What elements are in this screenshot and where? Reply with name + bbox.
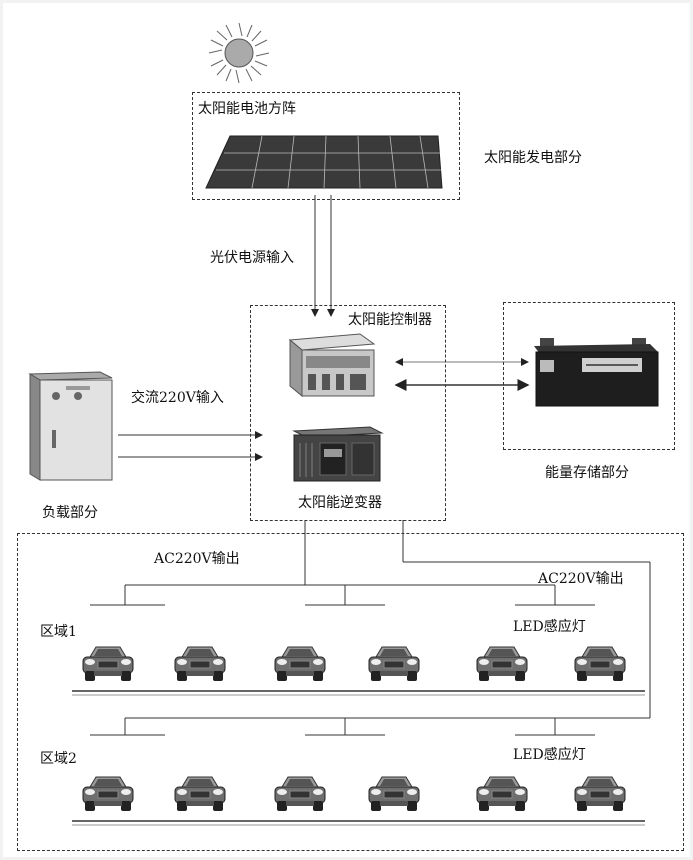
storage-section-label: 能量存储部分 (545, 465, 629, 481)
car-icon (366, 643, 422, 683)
pv-array-box (192, 92, 460, 200)
car-icon (572, 643, 628, 683)
car-icon (272, 773, 328, 813)
inverter-label: 太阳能逆变器 (298, 495, 382, 511)
controller-device-icon (288, 333, 376, 398)
car-icon (366, 773, 422, 813)
led-light-label-1: LED感应灯 (513, 619, 586, 635)
ac-output-label-2: AC220V输出 (538, 571, 624, 587)
load-section-label: 负载部分 (42, 505, 98, 521)
car-icon (80, 773, 136, 813)
ac-output-label-1: AC220V输出 (154, 551, 240, 567)
controller-label: 太阳能控制器 (348, 312, 432, 328)
sun-icon (208, 22, 270, 84)
car-icon (172, 773, 228, 813)
led-light-label-2: LED感应灯 (513, 747, 586, 763)
pv-array-label: 太阳能电池方阵 (198, 101, 296, 117)
storage-box (503, 302, 675, 450)
load-cabinet-icon (28, 371, 113, 481)
inverter-device-icon (292, 426, 384, 482)
pv-input-label: 光伏电源输入 (210, 250, 294, 266)
distribution-box (17, 533, 684, 851)
solar-panel-icon (205, 135, 443, 189)
car-icon (572, 773, 628, 813)
ac-input-label: 交流220V输入 (131, 390, 224, 406)
zone-2-label: 区域2 (40, 751, 77, 767)
car-icon (272, 643, 328, 683)
controller-inverter-box (250, 305, 446, 521)
car-icon (474, 773, 530, 813)
zone-1-label: 区域1 (40, 624, 77, 640)
car-icon (474, 643, 530, 683)
car-icon (80, 643, 136, 683)
generation-section-label: 太阳能发电部分 (484, 150, 582, 166)
car-icon (172, 643, 228, 683)
battery-icon (534, 338, 659, 407)
